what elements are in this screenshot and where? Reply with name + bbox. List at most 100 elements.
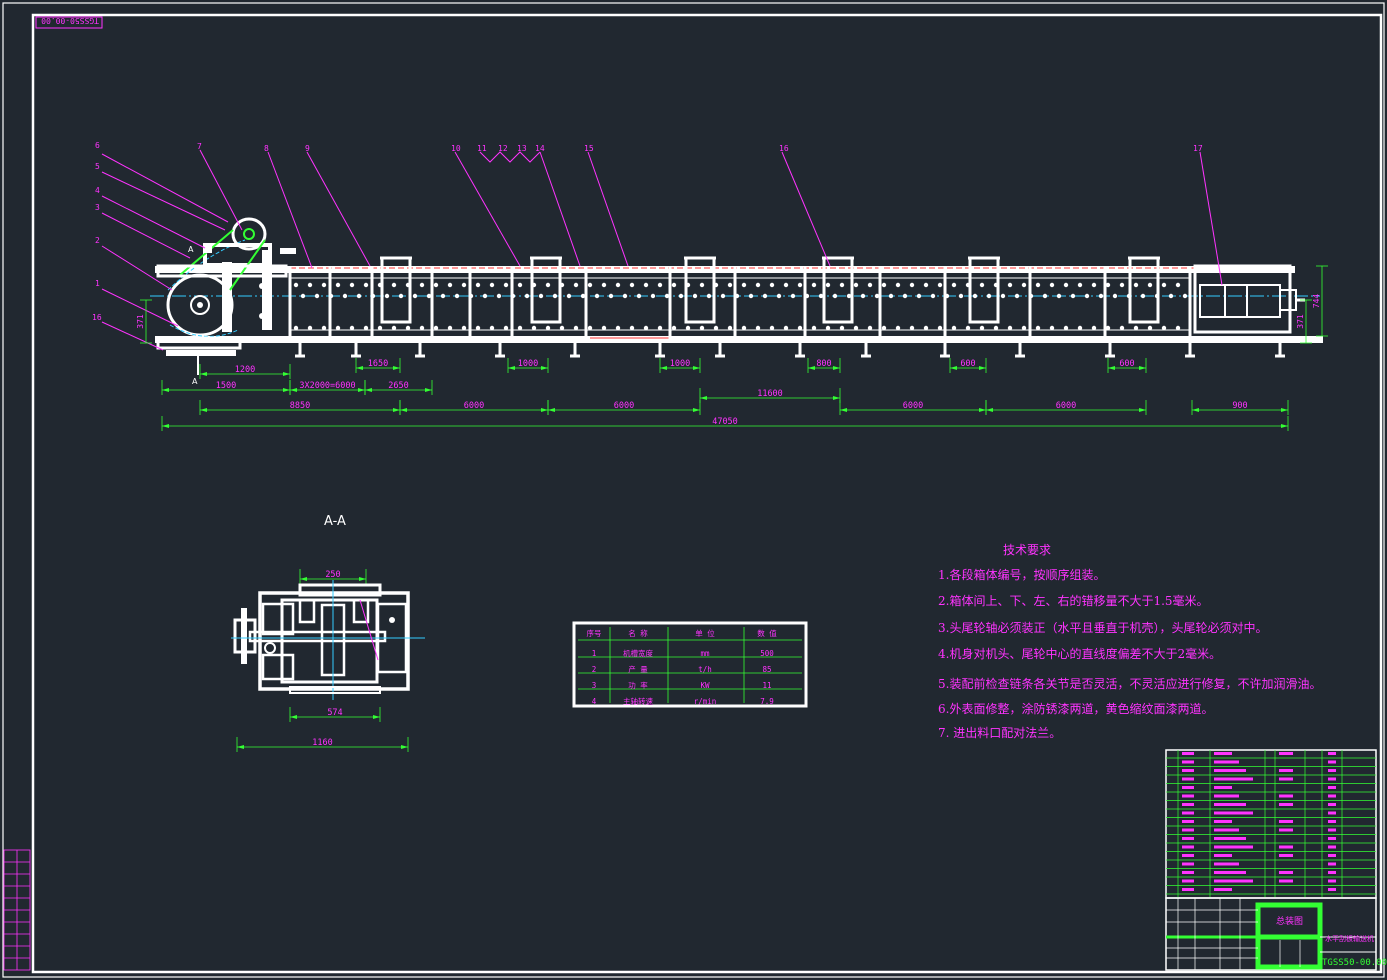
- chain-link: [713, 325, 719, 331]
- chain-link: [293, 282, 299, 288]
- chain-link: [1049, 325, 1055, 331]
- chain-link: [671, 325, 677, 331]
- bom-name-mark: [1214, 862, 1239, 866]
- dim-47050: 47050: [712, 417, 738, 427]
- chain-link: [580, 293, 586, 299]
- chain-link: [1042, 293, 1048, 299]
- param-header-1: 名 称: [628, 628, 648, 638]
- chain-link: [853, 325, 859, 331]
- param-cell-2-0: 3: [592, 681, 597, 690]
- bom-qty-mark: [1328, 871, 1336, 874]
- inner-border: [31, 13, 1383, 974]
- chain-link: [839, 325, 845, 331]
- conveyor-elevation: [150, 217, 1323, 358]
- tech-req-item-5: 5.装配前检查链条各关节是否灵活，不灵活应进行修复，不许加润滑油。: [938, 676, 1321, 691]
- dim-47050-arrow-r: [1281, 424, 1288, 428]
- leader-lines: [101, 149, 1223, 351]
- chain-link: [475, 325, 481, 331]
- chain-link: [825, 282, 831, 288]
- chain-link: [587, 282, 593, 288]
- chain-link: [1007, 325, 1013, 331]
- chain-link: [419, 282, 425, 288]
- dim-800-arrow-l: [808, 366, 815, 370]
- callout-13: 14: [535, 144, 545, 153]
- dim-800-arrow-r: [833, 366, 840, 370]
- dim-6000c-arrow-r: [979, 408, 986, 412]
- chain-link: [1021, 282, 1027, 288]
- chain-link: [1147, 282, 1153, 288]
- param-cell-1-3: 85: [762, 665, 771, 674]
- callout-5: 6: [95, 141, 100, 150]
- param-cell-2-1: 功 率: [628, 680, 648, 690]
- callout-2: 3: [95, 203, 100, 212]
- chain-link: [447, 282, 453, 288]
- chain-link: [496, 293, 502, 299]
- chain-link: [804, 293, 810, 299]
- tech-req-title: 技术要求: [1003, 543, 1051, 557]
- dim-6000a-arrow-l: [400, 408, 407, 412]
- chain-link: [923, 282, 929, 288]
- bom-qty-mark: [1328, 794, 1336, 798]
- chain-link: [377, 325, 383, 331]
- chain-link: [769, 282, 775, 288]
- chain-link: [622, 293, 628, 299]
- tech-req-item-4: 4.机身对机头、尾轮中心的直线度偏差不大于2毫米。: [938, 646, 1221, 661]
- chain-link: [671, 282, 677, 288]
- title-strip-box: [35, 16, 103, 29]
- bom-qty-mark: [1328, 811, 1336, 815]
- dim-371-right: 371: [1296, 314, 1305, 329]
- callout-10: 11: [477, 144, 487, 153]
- dim-1000b: 1000: [670, 359, 690, 369]
- dim-2650-arrow-l: [365, 388, 372, 392]
- chain-link: [783, 325, 789, 331]
- bom-code-mark: [1182, 837, 1194, 840]
- dim-900-arrow-r: [1281, 408, 1288, 412]
- chain-link: [391, 282, 397, 288]
- bom-qty-mark: [1328, 760, 1336, 764]
- bom-name-mark: [1214, 811, 1253, 815]
- chain-link: [363, 325, 369, 331]
- chain-link: [965, 325, 971, 331]
- dim-1200: 1200: [235, 365, 255, 375]
- chain-link: [636, 293, 642, 299]
- chain-link: [608, 293, 614, 299]
- bom-material-mark: [1279, 769, 1293, 772]
- bom-name-mark: [1214, 794, 1239, 798]
- chain-link: [755, 325, 761, 331]
- dim-1500-arrow-r: [283, 388, 290, 392]
- chain-link: [328, 293, 334, 299]
- dim-574-arrow-r: [373, 715, 380, 719]
- dim-1000b-arrow-r: [693, 366, 700, 370]
- bom-code-mark: [1182, 828, 1194, 832]
- chain-link: [699, 325, 705, 331]
- chain-link: [741, 282, 747, 288]
- callout-9: 10: [451, 144, 461, 153]
- bom-name-mark: [1214, 769, 1246, 772]
- drawing-name: 总装图: [1276, 915, 1303, 927]
- chain-link: [1049, 282, 1055, 288]
- param-header-2: 单 位: [695, 628, 715, 638]
- bom-material-mark: [1279, 871, 1293, 874]
- dim-1650-arrow-r: [393, 366, 400, 370]
- bom-qty-mark: [1328, 828, 1336, 832]
- param-header-0: 序号: [587, 628, 602, 638]
- chain-link: [937, 325, 943, 331]
- chain-link: [335, 325, 341, 331]
- dim-6000b: 6000: [614, 401, 634, 411]
- chain-link: [1133, 325, 1139, 331]
- bom-qty-mark: [1328, 837, 1336, 840]
- chain-link: [881, 282, 887, 288]
- chain-link: [1007, 282, 1013, 288]
- bom-code-mark: [1182, 794, 1194, 798]
- dim-6000b-arrow-r: [693, 408, 700, 412]
- chain-link: [664, 293, 670, 299]
- section-mark-lower: A: [192, 377, 198, 386]
- tech-req-item-3: 3.头尾轮轴必须装正（水平且垂直于机壳），头尾轮必须对中。: [938, 620, 1267, 635]
- bom-qty-mark: [1328, 854, 1336, 857]
- chain-link: [797, 282, 803, 288]
- chain-link: [594, 293, 600, 299]
- dim-3x2000: 3X2000=6000: [299, 381, 355, 391]
- chain-link: [706, 293, 712, 299]
